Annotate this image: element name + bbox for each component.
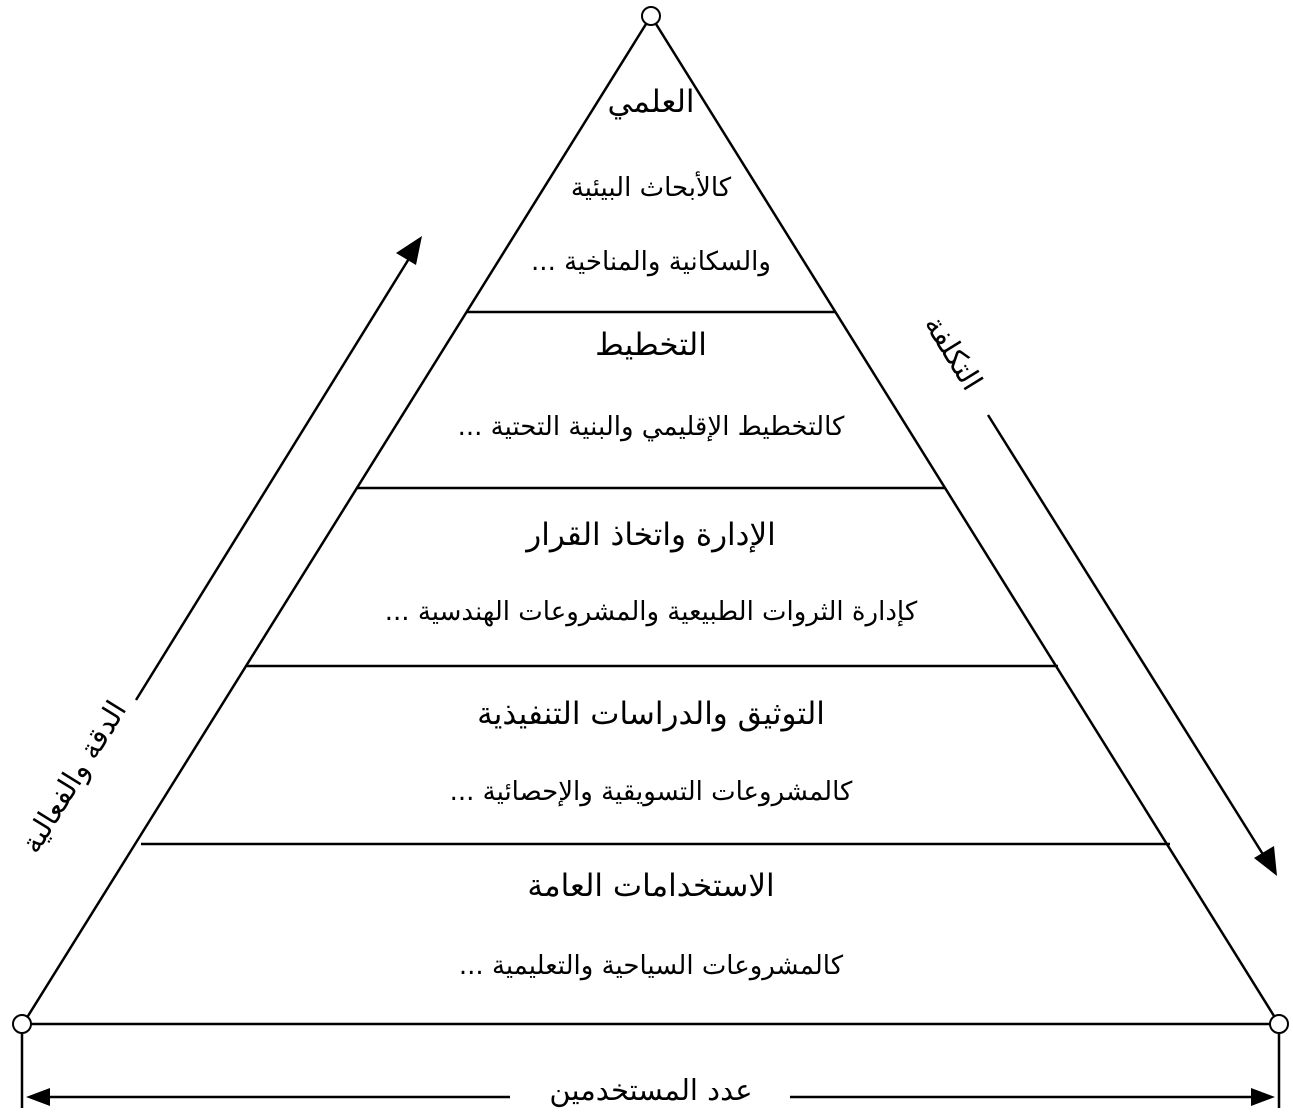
- apex-vertex: [641, 6, 661, 26]
- right-arrow-head: [1254, 846, 1277, 876]
- bottom-axis-label: عدد المستخدمين: [549, 1073, 752, 1107]
- base-left-vertex: [12, 1014, 32, 1034]
- level-5-example-line-1: كالمشروعات السياحية والتعليمية ...: [459, 951, 844, 981]
- level-3-example-line-1: كإدارة الثروات الطبيعية والمشروعات الهند…: [385, 597, 918, 627]
- left-axis-label: الدقة والفعالية: [14, 695, 133, 859]
- level-4-title: التوثيق والدراسات التنفيذية: [477, 696, 825, 732]
- level-5-title: الاستخدامات العامة: [527, 868, 774, 904]
- right-arrow-shaft: [986, 414, 1266, 857]
- level-4-example-line-1: كالمشروعات التسويقية والإحصائية ...: [450, 777, 853, 807]
- bottom-arrow-head-right: [1251, 1088, 1275, 1106]
- bottom-arrow-head-left: [26, 1088, 50, 1106]
- level-1-example-line-2: والسكانية والمناخية ...: [531, 247, 771, 277]
- level-3-title: الإدارة واتخاذ القرار: [524, 517, 776, 553]
- left-arrow-head: [396, 236, 422, 265]
- right-axis-label: التكلفة: [918, 309, 990, 396]
- pyramid-outline: [20, 13, 1282, 1026]
- left-arrow-shaft: [134, 256, 412, 701]
- level-2-example-line-1: كالتخطيط الإقليمي والبنية التحتية ...: [458, 412, 845, 442]
- base-right-vertex: [1269, 1014, 1289, 1034]
- level-1-example-line-1: كالأبحاث البيئية: [571, 170, 732, 203]
- level-1-title: العلمي: [607, 84, 694, 120]
- level-2-title: التخطيط: [595, 327, 707, 363]
